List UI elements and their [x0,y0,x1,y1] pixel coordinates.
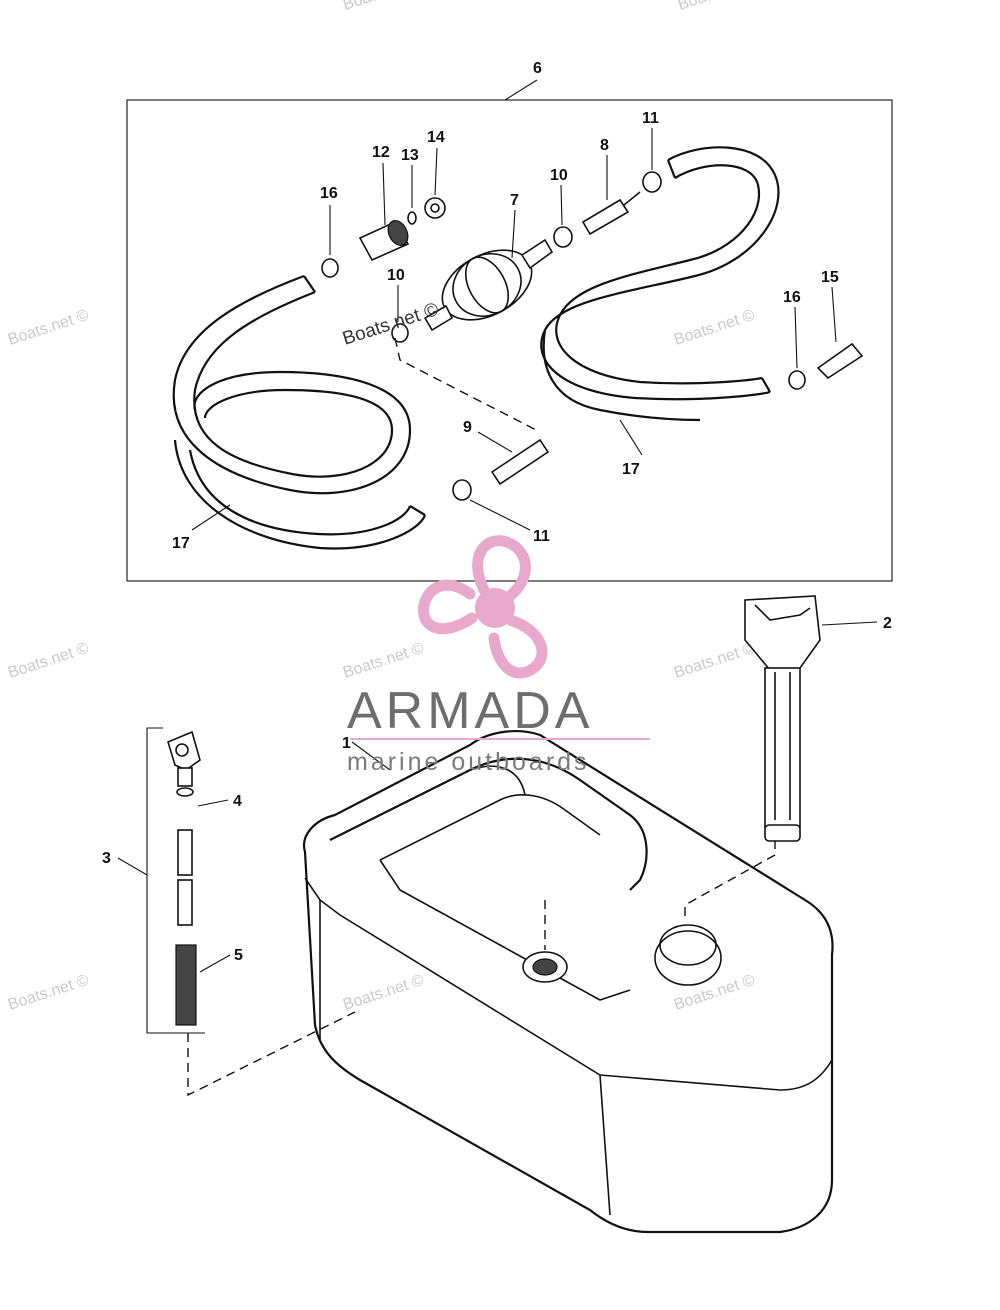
propeller-icon [418,535,548,679]
watermark: Boats.net © [672,307,757,349]
watermark: Boats.net © [6,307,91,349]
watermark: Boats.net © [341,640,426,682]
callout-9: 9 [463,419,472,436]
callout-10: 10 [387,267,405,284]
fuel-pickup [117,727,231,1034]
fuel-line-kit-frame [126,99,893,582]
callout-3: 3 [102,850,111,867]
callout-16: 16 [783,289,801,306]
watermark: Boats.net © [6,640,91,682]
callout-4: 4 [233,793,242,810]
pickup-tank-guide [187,1011,356,1097]
callout-15: 15 [821,269,839,286]
tank-gauge-guide [684,840,776,918]
watermark: Boats.net © [676,0,761,14]
fuel-gauge [744,595,878,842]
fitting-parts [321,171,864,501]
callout-16: 16 [320,185,338,202]
logo-tagline: marine outboards [347,748,590,776]
watermark: Boats.net © [672,640,757,682]
leader-1 [351,741,391,771]
fuel-tank [302,730,834,1234]
callout-2: 2 [883,615,892,632]
leader-6 [504,79,538,101]
callout-12: 12 [372,144,390,161]
callout-17: 17 [622,461,640,478]
callout-17: 17 [172,535,190,552]
watermark: Boats.net © [340,299,441,350]
primer-bulb [423,238,554,332]
watermark: Boats.net © [341,972,426,1014]
armada-logo: ARMADA marine outboards [347,535,650,776]
callout-6: 6 [533,60,542,77]
leader-2 [821,621,878,626]
callout-11: 11 [533,528,550,545]
leader-4 [197,799,229,807]
callout-14: 14 [427,129,445,146]
callout-1: 1 [342,735,351,752]
right-fuel-hose [540,146,780,422]
callout-10: 10 [550,167,568,184]
kit-leaders [191,128,837,531]
watermark: Boats.net © [341,0,426,14]
callout-5: 5 [234,947,243,964]
watermark: Boats.net © [6,972,91,1014]
callout-11: 11 [642,110,659,127]
callout-7: 7 [510,192,519,209]
leader-3 [117,857,148,876]
leader-5 [199,954,231,973]
logo-brand-name: ARMADA [347,682,593,740]
left-fuel-hose [172,274,427,550]
callout-13: 13 [401,147,419,164]
callout-8: 8 [600,137,609,154]
callout-labels: 6 11 14 8 12 13 10 16 7 10 15 16 9 17 11… [102,60,892,964]
